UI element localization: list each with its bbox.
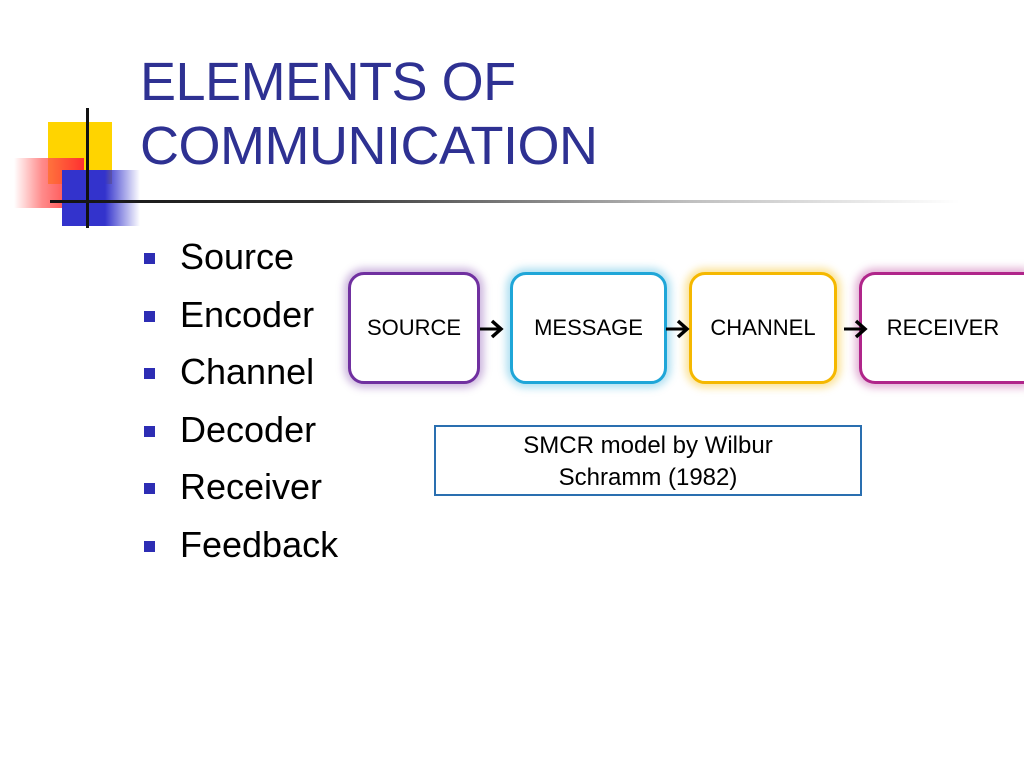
bullet-item: Feedback <box>142 520 338 578</box>
bullet-text: Source <box>180 236 295 277</box>
square-bullet-icon <box>144 310 155 322</box>
diagram-node-message: MESSAGE <box>510 272 667 384</box>
decor-vertical-line <box>86 108 89 228</box>
title-underline <box>50 200 960 203</box>
diagram-node-source: SOURCE <box>348 272 480 384</box>
arrow-right-icon <box>480 319 504 339</box>
bullet-text: Feedback <box>180 523 339 565</box>
bullet-item: Decoder <box>142 405 338 463</box>
slide-title: ELEMENTS OF COMMUNICATION <box>140 50 598 178</box>
square-bullet-icon <box>144 368 155 379</box>
square-bullet-icon <box>144 540 155 552</box>
bullet-item: Encoder <box>142 290 338 348</box>
diagram-node-receiver: RECEIVER <box>859 272 1024 384</box>
bullet-text: Receiver <box>180 466 323 507</box>
slide-title-line-2: COMMUNICATION <box>140 116 598 176</box>
node-label: CHANNEL <box>710 315 816 340</box>
bullet-text: Channel <box>180 351 315 392</box>
diagram-caption: SMCR model by Wilbur Schramm (1982) <box>434 425 862 496</box>
arrow-right-icon <box>666 319 690 339</box>
square-bullet-icon <box>144 483 155 494</box>
bullet-item: Receiver <box>142 462 338 520</box>
diagram-node-channel: CHANNEL <box>689 272 837 384</box>
node-label: RECEIVER <box>886 315 1000 340</box>
node-label: SOURCE <box>366 315 462 340</box>
bullet-item: Source <box>142 232 338 290</box>
bullet-list: Source Encoder Channel Decoder Receiver … <box>142 232 338 577</box>
bullet-text: Decoder <box>180 408 317 450</box>
caption-line-2: Schramm (1982) <box>558 464 738 491</box>
square-bullet-icon <box>144 425 155 437</box>
bullet-text: Encoder <box>180 293 315 335</box>
decor-blue-square <box>62 170 140 226</box>
square-bullet-icon <box>144 253 155 264</box>
slide-title-line-1: ELEMENTS OF <box>140 52 516 112</box>
arrow-right-icon <box>844 319 868 339</box>
node-label: MESSAGE <box>534 315 643 340</box>
caption-line-1: SMCR model by Wilbur <box>523 432 773 459</box>
bullet-item: Channel <box>142 347 338 405</box>
